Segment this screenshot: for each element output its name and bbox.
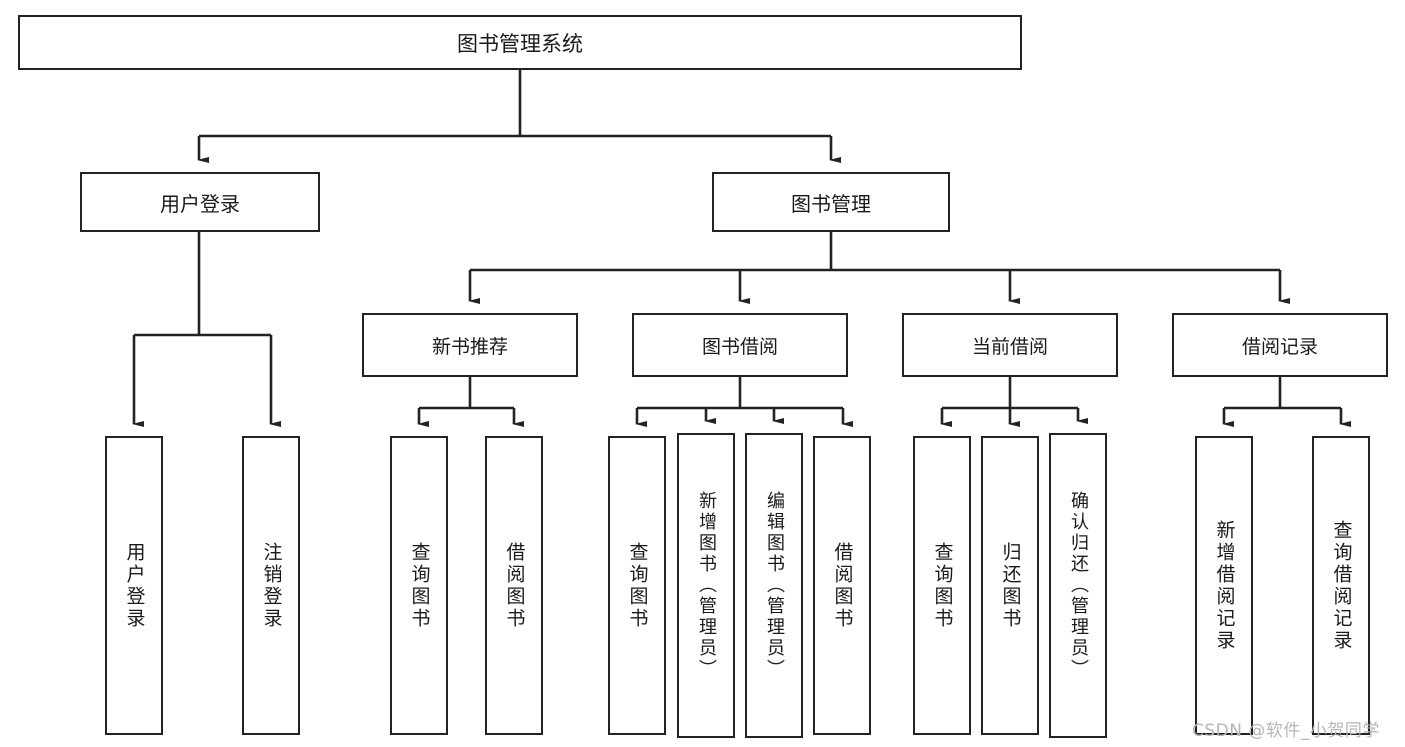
node-book-management[interactable]: 图书管理 bbox=[712, 172, 950, 232]
leaf-borrow-book-label: 借阅图书 bbox=[831, 541, 854, 630]
node-book-management-label: 图书管理 bbox=[791, 191, 871, 216]
csdn-watermark: CSDN @软件_小贺同学 bbox=[1192, 721, 1380, 741]
leaf-borrow-query-book-label: 查询图书 bbox=[626, 541, 649, 630]
leaf-confirm-return-admin[interactable]: 确认归还（管理员） bbox=[1049, 433, 1107, 738]
node-current-borrow[interactable]: 当前借阅 bbox=[902, 313, 1118, 377]
leaf-logout-label: 注销登录 bbox=[260, 541, 283, 630]
leaf-recommend-borrow-book[interactable]: 借阅图书 bbox=[485, 436, 543, 735]
leaf-add-borrow-record[interactable]: 新增借阅记录 bbox=[1195, 436, 1253, 735]
node-new-book-recommend[interactable]: 新书推荐 bbox=[362, 313, 578, 377]
leaf-current-query-book[interactable]: 查询图书 bbox=[913, 436, 971, 735]
node-borrow-record-label: 借阅记录 bbox=[1241, 335, 1318, 358]
leaf-add-borrow-record-label: 新增借阅记录 bbox=[1213, 519, 1236, 652]
leaf-recommend-query-book[interactable]: 查询图书 bbox=[390, 436, 448, 735]
leaf-recommend-borrow-book-label: 借阅图书 bbox=[503, 541, 526, 630]
leaf-logout[interactable]: 注销登录 bbox=[242, 436, 300, 735]
leaf-add-book-admin[interactable]: 新增图书（管理员） bbox=[677, 433, 735, 738]
leaf-confirm-return-admin-label: 确认归还（管理员） bbox=[1068, 491, 1089, 680]
leaf-add-book-admin-label: 新增图书（管理员） bbox=[696, 491, 717, 680]
leaf-current-query-book-label: 查询图书 bbox=[931, 541, 954, 630]
leaf-query-borrow-record-label: 查询借阅记录 bbox=[1330, 519, 1353, 652]
leaf-edit-book-admin-label: 编辑图书（管理员） bbox=[764, 491, 785, 680]
leaf-user-login[interactable]: 用户登录 bbox=[105, 436, 163, 735]
node-book-borrow[interactable]: 图书借阅 bbox=[632, 313, 848, 377]
node-user-login[interactable]: 用户登录 bbox=[80, 172, 320, 232]
node-new-book-recommend-label: 新书推荐 bbox=[431, 335, 508, 358]
node-borrow-record[interactable]: 借阅记录 bbox=[1172, 313, 1388, 377]
leaf-query-borrow-record[interactable]: 查询借阅记录 bbox=[1312, 436, 1370, 735]
leaf-user-login-label: 用户登录 bbox=[123, 541, 146, 630]
leaf-return-book-label: 归还图书 bbox=[999, 541, 1022, 630]
leaf-recommend-query-book-label: 查询图书 bbox=[408, 541, 431, 630]
leaf-borrow-book[interactable]: 借阅图书 bbox=[813, 436, 871, 735]
node-user-login-label: 用户登录 bbox=[160, 191, 240, 216]
leaf-edit-book-admin[interactable]: 编辑图书（管理员） bbox=[745, 433, 803, 738]
node-current-borrow-label: 当前借阅 bbox=[971, 335, 1048, 358]
node-root-label: 图书管理系统 bbox=[457, 31, 583, 56]
node-root[interactable]: 图书管理系统 bbox=[18, 15, 1022, 70]
leaf-return-book[interactable]: 归还图书 bbox=[981, 436, 1039, 735]
node-book-borrow-label: 图书借阅 bbox=[701, 335, 778, 358]
leaf-borrow-query-book[interactable]: 查询图书 bbox=[608, 436, 666, 735]
